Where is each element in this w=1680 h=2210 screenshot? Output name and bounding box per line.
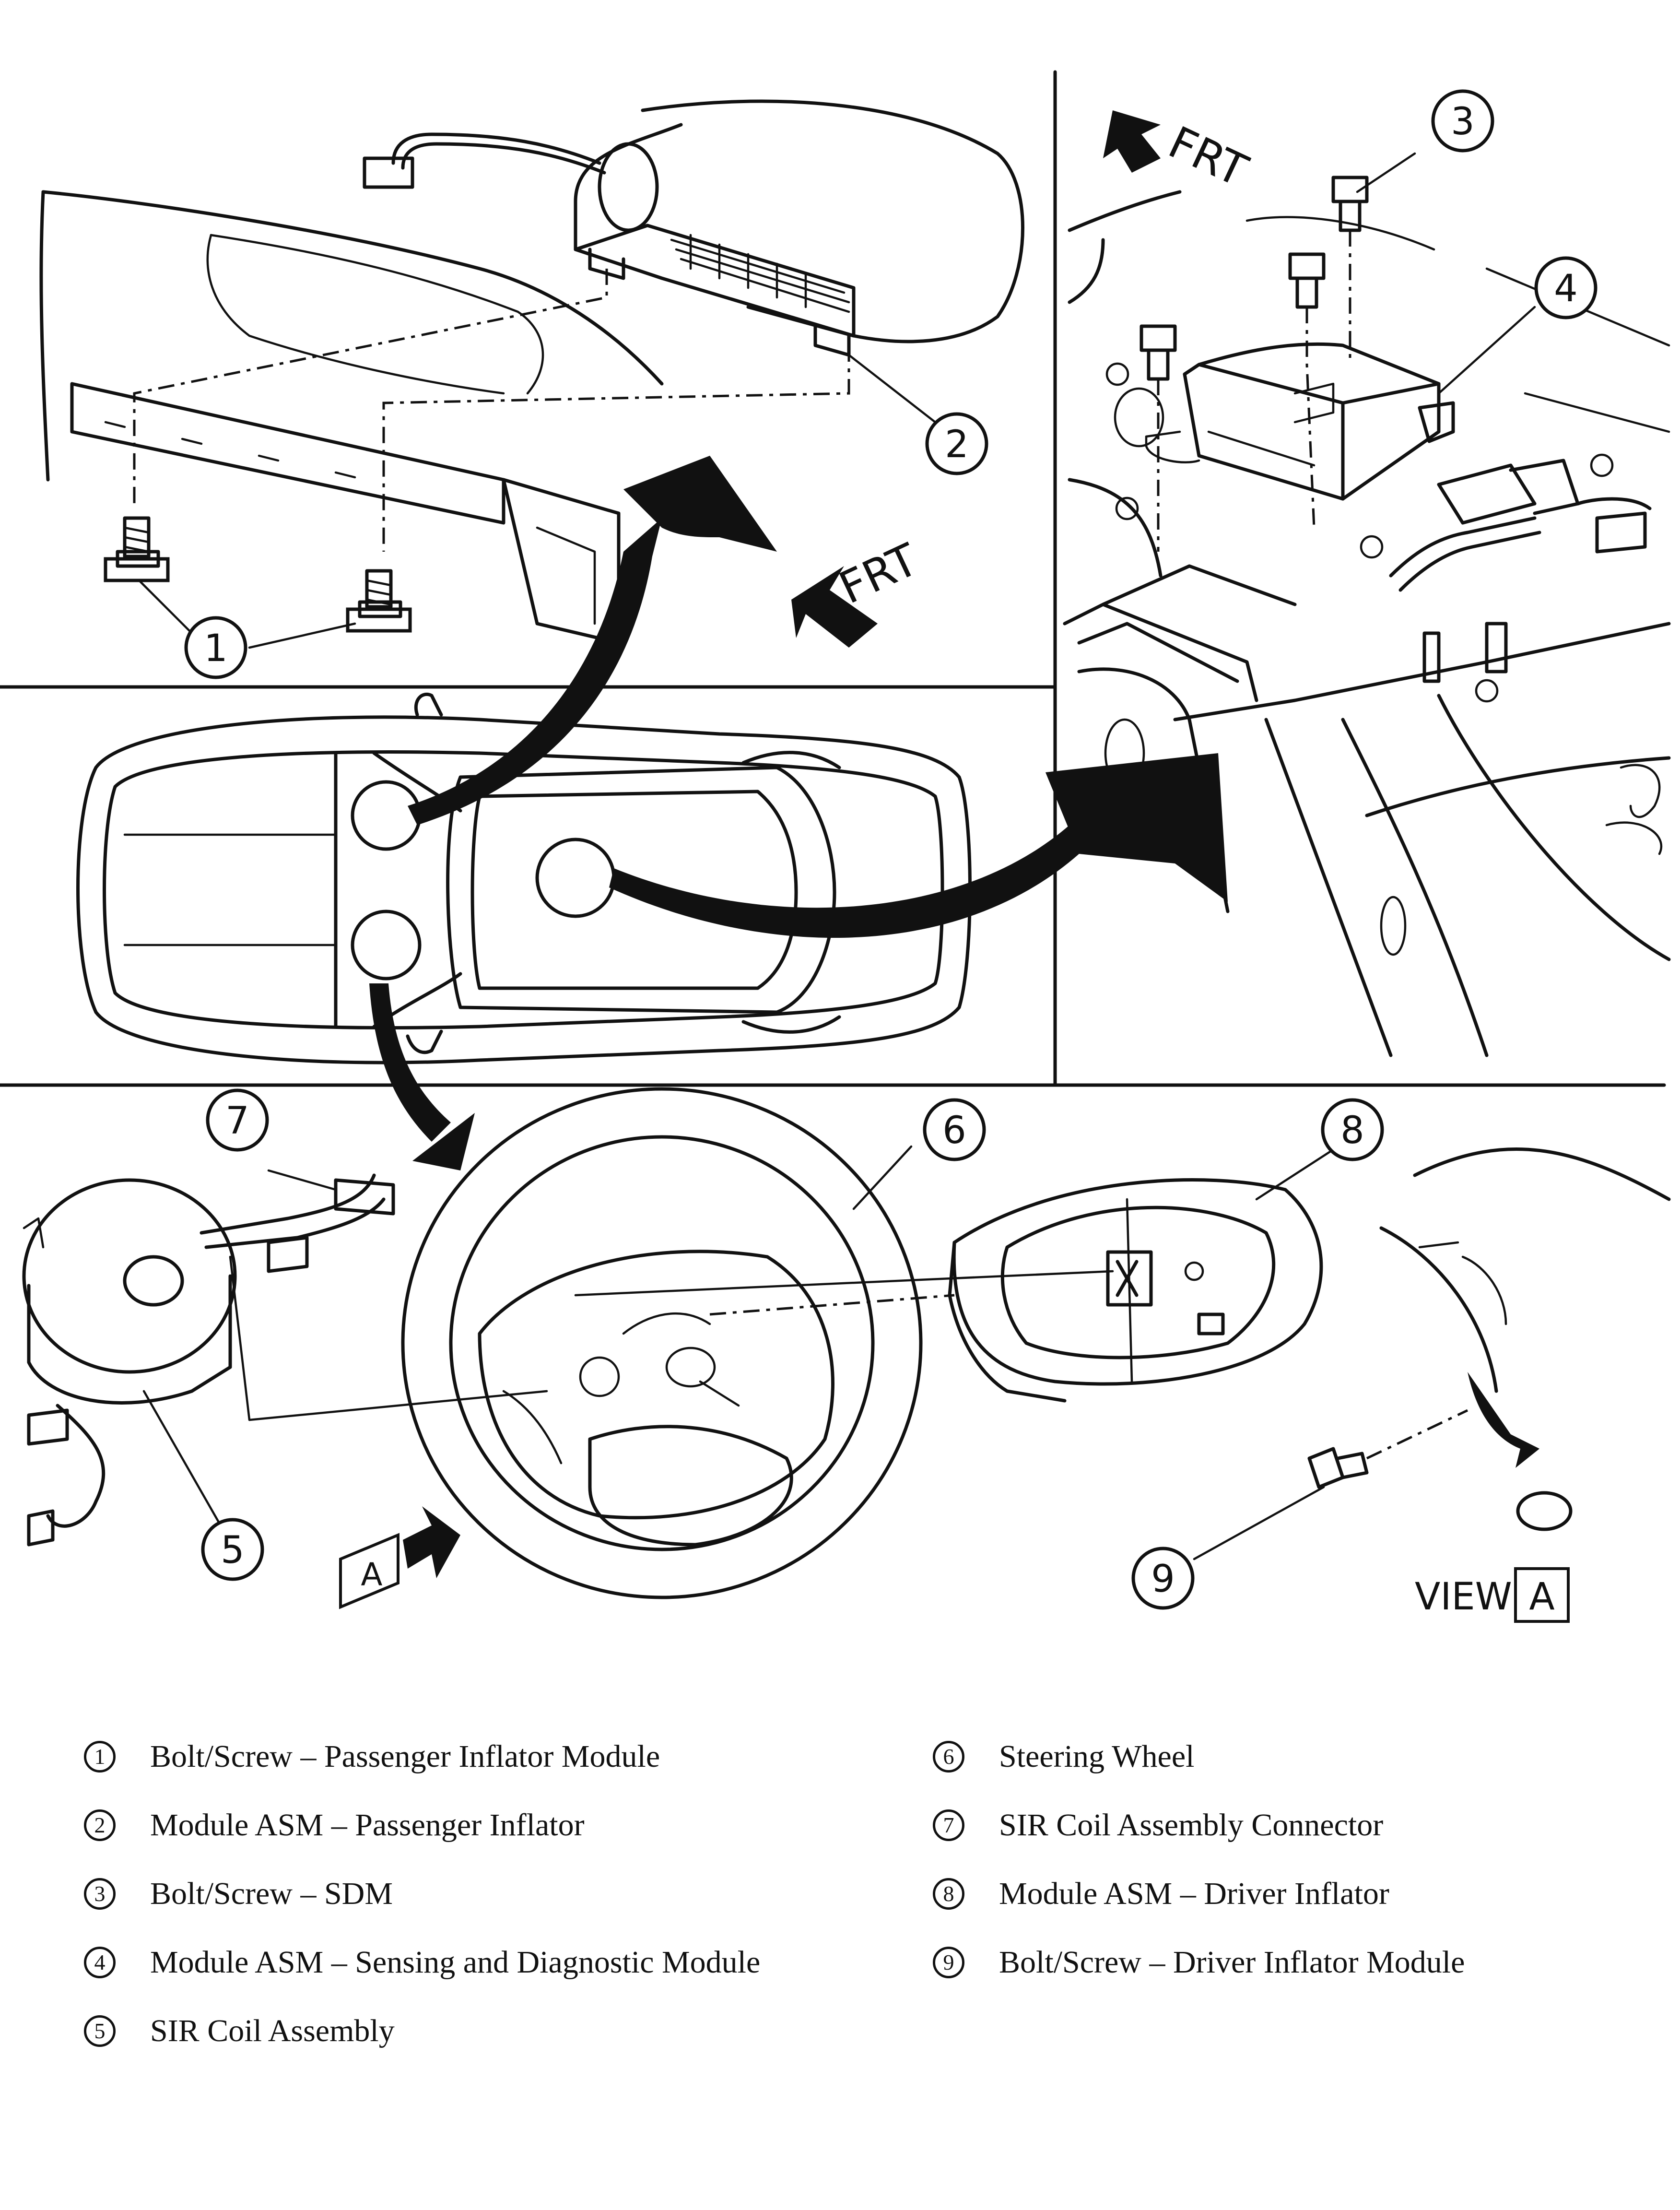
svg-text:8: 8 — [1340, 1109, 1364, 1152]
sdm-bolt-left — [1140, 324, 1177, 381]
legend-text: Bolt/Screw – SDM — [150, 1876, 393, 1911]
legend-number: 2 — [84, 1809, 116, 1841]
svg-text:3: 3 — [1451, 100, 1475, 143]
legend-number: 4 — [84, 1946, 116, 1978]
legend-text: Steering Wheel — [999, 1738, 1195, 1774]
legend-item: 1 Bolt/Screw – Passenger Inflator Module — [84, 1722, 760, 1791]
legend-item: 9 Bolt/Screw – Driver Inflator Module — [933, 1928, 1465, 1997]
legend-item: 8 Module ASM – Driver Inflator — [933, 1859, 1465, 1928]
svg-text:7: 7 — [225, 1099, 249, 1143]
front-direction-indicator-top: FRT — [1103, 110, 1255, 197]
legend: 1 Bolt/Screw – Passenger Inflator Module… — [0, 1722, 1680, 2087]
legend-text: SIR Coil Assembly Connector — [999, 1807, 1384, 1843]
view-a-flag-letter: A — [361, 1556, 382, 1593]
callout-8: 8 — [1321, 1098, 1384, 1161]
callout-3: 3 — [1431, 89, 1494, 153]
svg-text:9: 9 — [1151, 1558, 1175, 1601]
sdm-bolt-mid — [1288, 252, 1326, 309]
callout-5: 5 — [201, 1518, 264, 1581]
callout-2: 2 — [925, 412, 988, 475]
legend-right-column: 6 Steering Wheel 7 SIR Coil Assembly Con… — [933, 1722, 1465, 1997]
sir-coil-assembly — [22, 1173, 548, 1547]
sdm-bolt-top — [1331, 176, 1369, 232]
view-a-label: VIEW — [1415, 1575, 1512, 1619]
view-a-letter-box — [1514, 1567, 1570, 1623]
driver-inflator-module — [574, 1178, 1323, 1403]
passenger-bolt-right — [346, 569, 412, 633]
legend-item: 6 Steering Wheel — [933, 1722, 1465, 1791]
legend-item: 4 Module ASM – Sensing and Diagnostic Mo… — [84, 1928, 760, 1997]
legend-text: SIR Coil Assembly — [150, 2013, 395, 2048]
callout-7: 7 — [206, 1088, 269, 1152]
legend-text: Bolt/Screw – Passenger Inflator Module — [150, 1738, 660, 1774]
steering-wheel — [401, 1087, 923, 1599]
svg-text:2: 2 — [945, 423, 969, 466]
legend-number: 5 — [84, 2015, 116, 2047]
vehicle-top-view — [76, 692, 972, 1064]
legend-text: Module ASM – Sensing and Diagnostic Modu… — [150, 1944, 761, 1980]
legend-left-column: 1 Bolt/Screw – Passenger Inflator Module… — [84, 1722, 760, 2065]
legend-number: 8 — [933, 1878, 964, 1910]
sdm-panel: FRT — [1063, 110, 1671, 1057]
legend-number: 1 — [84, 1740, 116, 1773]
location-arrows — [369, 456, 1228, 1170]
legend-number: 7 — [933, 1809, 964, 1841]
legend-text: Module ASM – Passenger Inflator — [150, 1807, 585, 1843]
svg-text:1: 1 — [204, 627, 228, 670]
legend-number: 3 — [84, 1878, 116, 1910]
legend-item: 5 SIR Coil Assembly — [84, 1997, 760, 2065]
passenger-location-marker — [351, 780, 422, 851]
callout-9: 9 — [1131, 1547, 1195, 1610]
panel-dividers — [0, 70, 1666, 1087]
svg-text:6: 6 — [942, 1109, 966, 1152]
sdm-location-marker — [535, 838, 616, 918]
bottom-leader-lines — [142, 1145, 1339, 1527]
passenger-bolt-left — [104, 516, 170, 582]
airbag-component-diagram: FRT FRT — [0, 70, 1671, 1623]
legend-number: 6 — [933, 1740, 964, 1773]
frt-label-top: FRT — [1161, 117, 1256, 197]
front-direction-indicator-center: FRT — [791, 533, 926, 648]
view-a-detail: VIEW A — [1193, 1147, 1671, 1623]
view-a-flag: A — [339, 1506, 460, 1609]
callout-4: 4 — [1534, 256, 1598, 319]
legend-text: Bolt/Screw – Driver Inflator Module — [999, 1944, 1465, 1980]
driver-location-marker — [351, 910, 422, 981]
legend-number: 9 — [933, 1946, 964, 1978]
legend-text: Module ASM – Driver Inflator — [999, 1876, 1389, 1911]
view-a-letter: A — [1529, 1575, 1554, 1619]
svg-text:5: 5 — [221, 1529, 245, 1572]
callout-1: 1 — [184, 616, 247, 679]
legend-item: 7 SIR Coil Assembly Connector — [933, 1791, 1465, 1859]
legend-item: 2 Module ASM – Passenger Inflator — [84, 1791, 760, 1859]
svg-text:4: 4 — [1554, 267, 1578, 310]
legend-item: 3 Bolt/Screw – SDM — [84, 1859, 760, 1928]
callout-6: 6 — [923, 1098, 986, 1161]
passenger-inflator-panel — [39, 99, 1024, 649]
